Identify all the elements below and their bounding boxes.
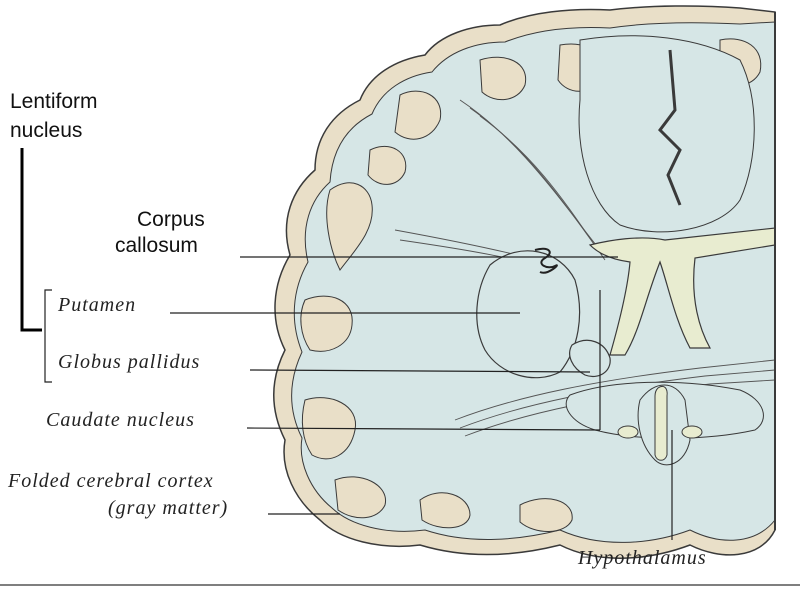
cortex-label-line2: (gray matter) xyxy=(108,497,228,519)
cortex-label-line1: Folded cerebral cortex xyxy=(7,470,214,492)
medial-sulcus xyxy=(658,49,682,206)
caudate-nucleus-label: Caudate nucleus xyxy=(46,409,195,431)
corpus-callosum-label-line1: Corpus xyxy=(137,208,205,231)
labels: Lentiform nucleus Corpus callosum Putame… xyxy=(7,90,707,569)
brain-hemisphere xyxy=(273,5,776,559)
internal-capsule-coil xyxy=(534,247,558,274)
putamen-shape xyxy=(476,250,581,379)
third-ventricle xyxy=(654,385,668,461)
lentiform-label-line2: nucleus xyxy=(10,119,82,142)
lentiform-label-line1: Lentiform xyxy=(10,90,98,113)
putamen-globus-bracket xyxy=(44,289,52,383)
leader-lines xyxy=(20,148,673,540)
globus-pallidus-label: Globus pallidus xyxy=(58,351,200,373)
hypothalamus-label: Hypothalamus xyxy=(577,547,707,569)
caudate-nucleus-leader xyxy=(246,427,601,431)
corpus-callosum-label-line2: callosum xyxy=(115,234,198,257)
inner-gyrus xyxy=(578,35,755,233)
putamen-label: Putamen xyxy=(57,294,136,316)
mammillary-body-left xyxy=(617,425,639,439)
lentiform-bracket xyxy=(20,148,42,332)
mammillary-body-right xyxy=(681,425,703,439)
globus-pallidus-leader xyxy=(249,369,591,373)
